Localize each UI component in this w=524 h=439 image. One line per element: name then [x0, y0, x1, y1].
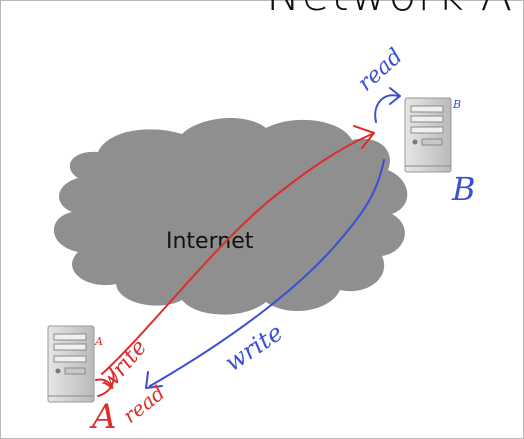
internet-label: Internet — [166, 229, 254, 254]
red-read-curve — [95, 367, 115, 397]
blue-write-label: write — [220, 318, 288, 377]
blue-read-arrow — [374, 87, 401, 123]
server-b-small-label: B — [452, 98, 461, 111]
blue-read-label: read — [353, 44, 407, 97]
red-read-label: read — [118, 381, 169, 428]
server-a-label: A — [89, 397, 117, 437]
server-a-icon — [47, 325, 95, 403]
red-write-label: write — [95, 335, 152, 396]
red-write-arrow — [101, 125, 375, 375]
slide-title: Network A — [266, 0, 513, 17]
server-b-label: B — [451, 170, 476, 208]
server-b-icon — [404, 97, 452, 173]
blue-write-arrow — [145, 159, 385, 389]
internet-cloud — [53, 117, 408, 315]
server-a-small-label: A — [94, 335, 103, 348]
